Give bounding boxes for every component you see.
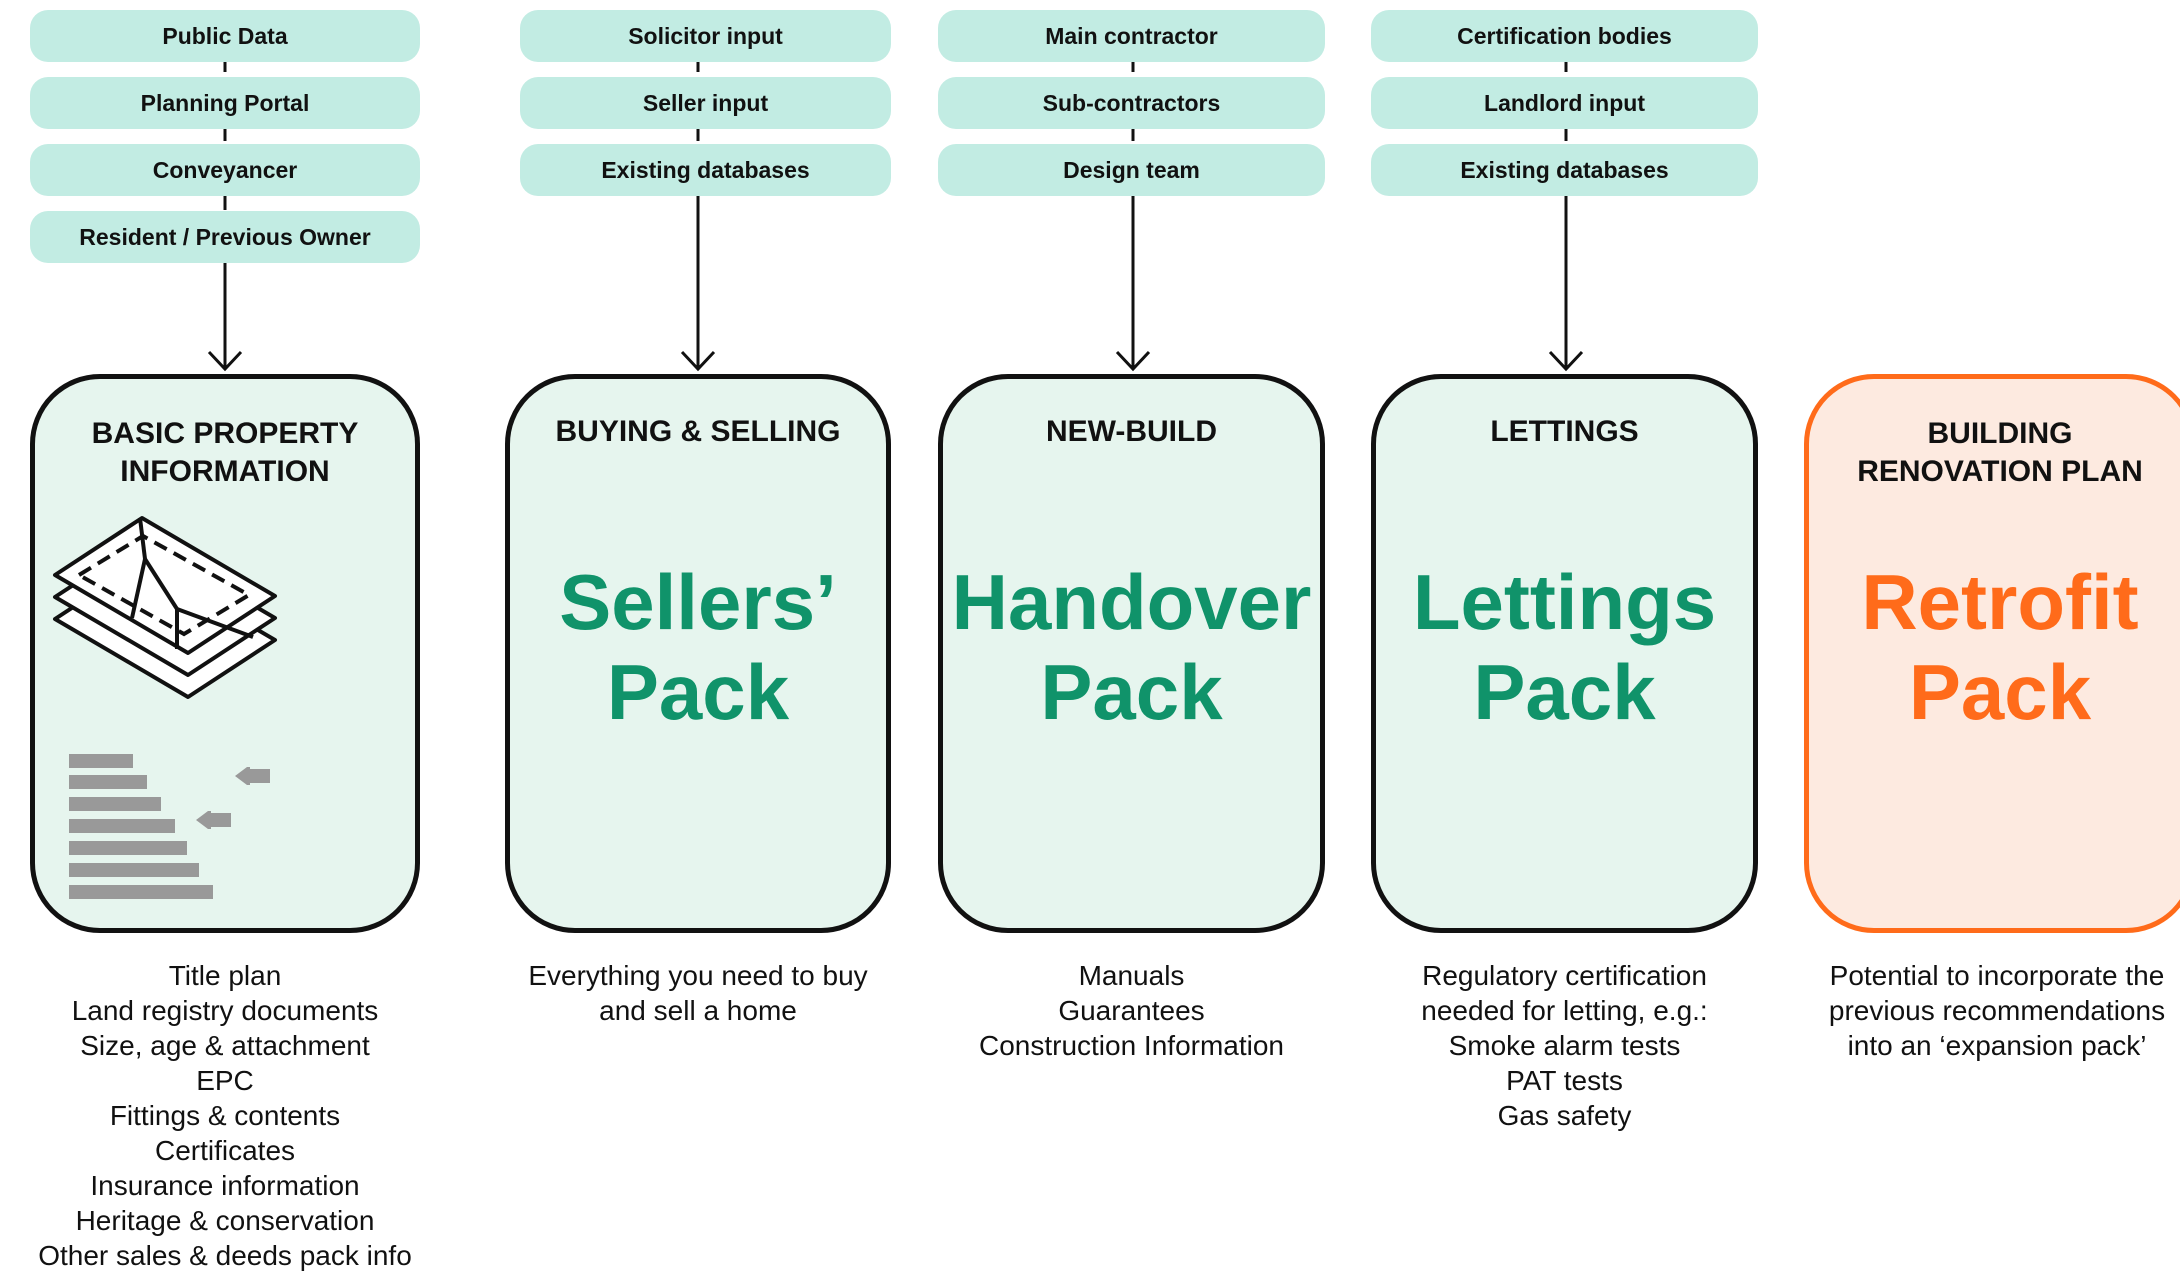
pack-title: Sellers’ Pack — [510, 557, 886, 737]
description-line: Everything you need to buy — [528, 960, 868, 991]
column-basic-property: Public Data Planning Portal Conveyancer … — [30, 0, 420, 1277]
column-renovation-plan: BUILDING RENOVATION PLAN Retrofit Pack P… — [1804, 0, 2180, 1277]
card-heading: LETTINGS — [1376, 413, 1753, 451]
source-pill: Public Data — [30, 10, 420, 62]
card-heading-line: BUYING & SELLING — [555, 415, 841, 448]
description-line: Manuals — [1078, 960, 1185, 991]
description-line: Other sales & deeds pack info — [38, 1240, 412, 1271]
source-pill: Conveyancer — [30, 144, 420, 196]
description-list: Regulatory certification needed for lett… — [1331, 958, 1798, 1133]
card-heading-line: NEW-BUILD — [1045, 415, 1218, 448]
pack-title-line: Lettings — [1412, 558, 1717, 646]
description-line: Title plan — [168, 960, 282, 991]
pack-title-line: Pack — [1040, 648, 1223, 736]
source-pill: Seller input — [520, 77, 891, 129]
pack-card: NEW-BUILD Handover Pack — [938, 374, 1325, 933]
source-pill: Design team — [938, 144, 1325, 196]
pack-title: Lettings Pack — [1376, 557, 1753, 737]
description-line: Certificates — [154, 1135, 296, 1166]
description-line: Size, age & attachment — [80, 1030, 370, 1061]
card-heading-line: BUILDING — [1927, 417, 2073, 450]
description-line: Construction Information — [978, 1030, 1285, 1061]
source-pill: Existing databases — [1371, 144, 1758, 196]
pack-title-line: Sellers’ — [559, 558, 837, 646]
description-line: Guarantees — [1058, 995, 1205, 1026]
source-pill: Certification bodies — [1371, 10, 1758, 62]
source-pill: Main contractor — [938, 10, 1325, 62]
pack-title-line: Pack — [1908, 648, 2092, 736]
pack-title-line: Pack — [1473, 648, 1656, 736]
card-heading: NEW-BUILD — [943, 413, 1320, 451]
column-buying-selling: Solicitor input Seller input Existing da… — [505, 0, 891, 1277]
card-heading-line: INFORMATION — [120, 455, 330, 488]
card-heading-line: RENOVATION PLAN — [1857, 455, 2143, 488]
source-pill: Resident / Previous Owner — [30, 211, 420, 263]
document-lines-icon — [69, 754, 270, 899]
description-line: previous recommendations — [1828, 995, 2166, 1026]
description-line: Regulatory certification — [1422, 960, 1707, 991]
pack-title: Handover Pack — [943, 557, 1320, 737]
description-line: EPC — [196, 1065, 254, 1096]
source-pill: Planning Portal — [30, 77, 420, 129]
description-line: into an ‘expansion pack’ — [1847, 1030, 2147, 1061]
description-line: PAT tests — [1506, 1065, 1623, 1096]
card-heading: BUILDING RENOVATION PLAN — [1809, 415, 2180, 491]
card-heading-line: BASIC PROPERTY — [91, 417, 359, 450]
description-list: Everything you need to buy and sell a ho… — [465, 958, 931, 1028]
description-line: Gas safety — [1497, 1100, 1632, 1131]
pack-title-line: Retrofit — [1861, 558, 2139, 646]
pack-title-line: Handover — [951, 558, 1312, 646]
description-line: Insurance information — [90, 1170, 360, 1201]
column-lettings: Certification bodies Landlord input Exis… — [1371, 0, 1758, 1277]
card-heading: BASIC PROPERTY INFORMATION — [35, 415, 415, 491]
source-pill: Solicitor input — [520, 10, 891, 62]
pack-card: BUILDING RENOVATION PLAN Retrofit Pack — [1804, 374, 2180, 933]
description-line: Land registry documents — [71, 995, 379, 1026]
pack-title-line: Pack — [606, 648, 790, 736]
description-line: Potential to incorporate the — [1829, 960, 2165, 991]
pack-card: LETTINGS Lettings Pack — [1371, 374, 1758, 933]
card-heading: BUYING & SELLING — [510, 413, 886, 451]
description-list: Title plan Land registry documents Size,… — [0, 958, 460, 1273]
pack-card: BASIC PROPERTY INFORMATION — [30, 374, 420, 933]
description-line: and sell a home — [599, 995, 797, 1026]
pack-title: Retrofit Pack — [1809, 557, 2180, 737]
description-line: needed for letting, e.g.: — [1421, 995, 1708, 1026]
column-new-build: Main contractor Sub-contractors Design t… — [938, 0, 1325, 1277]
source-pill: Landlord input — [1371, 77, 1758, 129]
source-pill: Existing databases — [520, 144, 891, 196]
description-line: Fittings & contents — [109, 1100, 341, 1131]
description-list: Potential to incorporate the previous re… — [1774, 958, 2180, 1063]
map-layers-icon — [53, 516, 277, 899]
description-line: Smoke alarm tests — [1448, 1030, 1681, 1061]
description-line: Heritage & conservation — [75, 1205, 375, 1236]
pack-card: BUYING & SELLING Sellers’ Pack — [505, 374, 891, 933]
source-pill: Sub-contractors — [938, 77, 1325, 129]
card-heading-line: LETTINGS — [1490, 415, 1639, 448]
description-list: Manuals Guarantees Construction Informat… — [898, 958, 1365, 1063]
